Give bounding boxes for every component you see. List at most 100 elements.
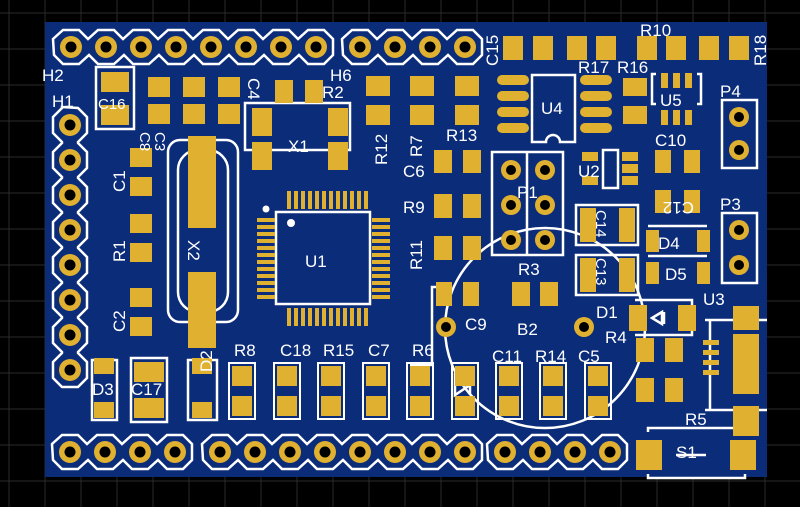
qfp-pad: [350, 191, 354, 209]
label-h1: H1: [52, 92, 74, 111]
label-r12: R12: [372, 134, 391, 165]
pad: [703, 360, 719, 365]
pad: [366, 366, 386, 386]
pad: [697, 230, 710, 252]
pad: [218, 104, 240, 124]
pad: [699, 36, 719, 60]
pad: [183, 104, 205, 124]
drill-hole: [64, 189, 76, 201]
label-r4: R4: [605, 328, 627, 347]
drill-hole: [540, 235, 550, 245]
drill-hole: [64, 259, 76, 271]
label-r10: R10: [640, 21, 671, 40]
drill-hole: [354, 446, 366, 458]
pin1-marker: [262, 205, 270, 213]
label-u4: U4: [541, 99, 563, 118]
drill-hole: [65, 41, 77, 53]
qfp-pad: [257, 267, 275, 271]
drill-hole: [499, 446, 511, 458]
soic-pad: [497, 123, 529, 133]
pad: [543, 366, 563, 386]
label-u5: U5: [660, 91, 682, 110]
qfp-pad: [257, 225, 275, 229]
soic-pad: [497, 75, 529, 85]
qfp-pad: [257, 295, 275, 299]
drill-hole: [389, 446, 401, 458]
label-c6: C6: [403, 162, 425, 181]
qfp-pad: [372, 225, 390, 229]
pad: [277, 396, 297, 416]
soic-pad: [580, 75, 612, 85]
pad: [463, 282, 479, 306]
pad: [410, 105, 434, 125]
pad: [684, 190, 700, 213]
pad: [588, 366, 608, 386]
soic-pad: [580, 123, 612, 133]
pad: [622, 164, 638, 173]
label-c9: C9: [465, 315, 487, 334]
qfp-pad: [287, 191, 291, 209]
pad: [636, 378, 654, 402]
pad: [183, 77, 205, 97]
qfp-pad: [257, 239, 275, 243]
label-x1: X1: [288, 137, 309, 156]
pad: [729, 36, 749, 60]
label-h2: H2: [42, 66, 64, 85]
qfp-pad: [372, 288, 390, 292]
qfp-pad: [350, 308, 354, 326]
pad: [455, 76, 479, 96]
pad: [703, 370, 719, 375]
label-u1: U1: [305, 252, 327, 271]
label-c7: C7: [368, 341, 390, 360]
drill-hole: [534, 446, 546, 458]
pad: [94, 402, 114, 418]
qfp-pad: [336, 308, 340, 326]
component-outline: [273, 362, 301, 420]
drill-hole: [389, 41, 401, 53]
label-r5: R5: [685, 410, 707, 429]
pad: [582, 176, 598, 185]
pad: [277, 366, 297, 386]
qfp-pad: [372, 260, 390, 264]
pads: [94, 36, 759, 470]
pad: [646, 230, 659, 252]
pad: [685, 73, 692, 88]
drill-hole: [540, 200, 550, 210]
pad: [252, 142, 272, 170]
pad: [733, 334, 759, 394]
qfp-pad: [372, 295, 390, 299]
pad: [666, 36, 686, 60]
label-c14: C14: [592, 210, 609, 238]
label-r18: R18: [751, 35, 770, 66]
label-c16: C16: [98, 96, 126, 113]
label-d1: D1: [596, 303, 618, 322]
label-r2: R2: [322, 83, 344, 102]
label-h6: H6: [330, 66, 352, 85]
drill-hole: [249, 446, 261, 458]
header-outline: [51, 105, 89, 389]
qfp-pad: [257, 281, 275, 285]
header-outline: [200, 433, 484, 471]
qfp-pad: [364, 191, 368, 209]
pad: [733, 306, 759, 330]
qfp-pad: [336, 191, 340, 209]
qfp-pad: [372, 218, 390, 222]
drill-hole: [424, 446, 436, 458]
qfp-pad: [322, 308, 326, 326]
pad: [684, 150, 700, 173]
label-r1: R1: [110, 240, 129, 262]
drill-hole: [275, 41, 287, 53]
label-x2: X2: [184, 240, 203, 261]
pad: [636, 338, 654, 362]
pad: [673, 73, 680, 88]
pad: [588, 396, 608, 416]
qfp-pad: [329, 191, 333, 209]
drill-hole: [441, 322, 451, 332]
pad: [252, 108, 272, 136]
qfp-pad: [315, 308, 319, 326]
label-d3: D3: [92, 380, 114, 399]
pad: [619, 208, 635, 242]
qfp-pad: [364, 308, 368, 326]
